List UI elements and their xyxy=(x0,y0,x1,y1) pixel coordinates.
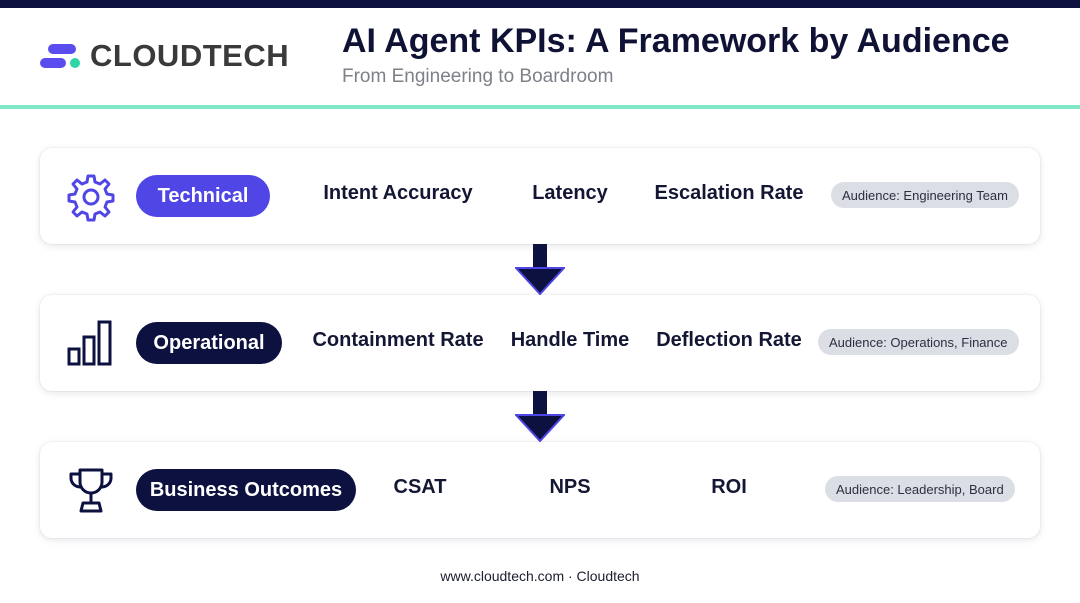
top-accent-bar xyxy=(0,0,1080,8)
kpi-nps: NPS xyxy=(549,476,591,498)
kpi-escalation-rate: Escalation Rate xyxy=(654,182,804,204)
kpi-handle-time: Handle Time xyxy=(510,329,630,351)
kpi-containment-rate: Containment Rate xyxy=(312,329,484,351)
tier-label-business-outcomes: Business Outcomes xyxy=(136,469,356,511)
audience-badge-operations: Audience: Operations, Finance xyxy=(818,329,1019,355)
tier-card-technical: Technical Intent Accuracy Latency Escala… xyxy=(40,148,1040,244)
audience-badge-engineering: Audience: Engineering Team xyxy=(831,182,1019,208)
logo: CLOUDTECH xyxy=(40,38,289,74)
kpi-latency: Latency xyxy=(532,182,608,204)
header-divider xyxy=(0,105,1080,109)
cloudtech-logo-icon xyxy=(40,41,86,71)
page-subtitle: From Engineering to Boardroom xyxy=(342,66,614,87)
page-title: AI Agent KPIs: A Framework by Audience xyxy=(342,22,1010,60)
kpi-roi: ROI xyxy=(711,476,747,498)
tier-card-business-outcomes: Business Outcomes CSAT NPS ROI Audience:… xyxy=(40,442,1040,538)
audience-badge-leadership: Audience: Leadership, Board xyxy=(825,476,1015,502)
kpi-deflection-rate: Deflection Rate xyxy=(656,329,802,351)
tier-card-operational: Operational Containment Rate Handle Time… xyxy=(40,295,1040,391)
bar-chart-icon xyxy=(67,320,112,366)
kpi-csat: CSAT xyxy=(393,476,447,498)
tier-label-operational: Operational xyxy=(136,322,282,364)
logo-text: CLOUDTECH xyxy=(90,38,290,73)
trophy-icon xyxy=(69,468,113,513)
tier-label-technical: Technical xyxy=(136,175,270,217)
down-arrow-icon xyxy=(515,391,565,443)
footer-credit: www.cloudtech.com · Cloudtech xyxy=(440,568,640,584)
gear-icon xyxy=(67,174,115,222)
header xyxy=(0,8,1080,106)
kpi-intent-accuracy: Intent Accuracy xyxy=(323,182,473,204)
down-arrow-icon xyxy=(515,244,565,296)
